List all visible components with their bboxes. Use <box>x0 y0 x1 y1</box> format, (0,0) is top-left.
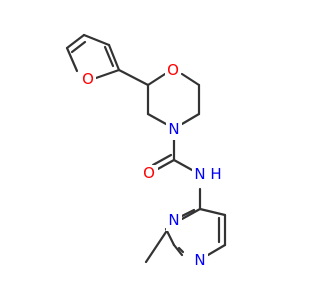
bond-furan-c4-c5-double <box>70 40 87 54</box>
bond-furan-c3-c4 <box>82 33 111 47</box>
carboxamide <box>151 138 202 211</box>
bond-carbonyl-co <box>154 158 176 172</box>
bond-pyr-n1-c6 <box>206 243 227 257</box>
bond-pyr-c4-n3-double <box>180 208 196 218</box>
bond-pyr-c4-n3 <box>180 207 202 221</box>
bond-furan-c4-c5 <box>65 33 86 50</box>
bond-pyr-c2-methyl <box>144 230 168 264</box>
atom-n-morpholine: N <box>168 120 179 138</box>
pyrimidine-ring <box>144 207 227 264</box>
bond-pyr-c2-n1 <box>172 243 184 257</box>
morpholine-ring <box>146 72 201 126</box>
atom-h-amide: H <box>210 165 221 183</box>
atom-n-pyrimidine-3: N <box>168 211 179 229</box>
atom-n-amide: N <box>194 165 205 183</box>
atom-o-carbonyl: O <box>143 164 155 182</box>
bond-pyr-c2-n1-double <box>177 246 185 254</box>
atom-o-morpholine: O <box>167 61 179 79</box>
bond-furan-c2-c3-double <box>103 45 115 68</box>
atom-n-pyrimidine-1: N <box>194 251 205 269</box>
bond-furan-c2-c3 <box>107 43 121 72</box>
molecule-canvas: O O N O N H N N <box>65 33 227 270</box>
bond-morph-c2-o <box>146 72 167 87</box>
furan-ring <box>65 33 121 80</box>
atom-labels: O O N O N H N N <box>80 61 224 270</box>
molecule-structure: O O N O N H N N <box>65 33 227 270</box>
bond-furan-o-c2 <box>94 68 121 80</box>
atom-o-furan: O <box>82 70 94 88</box>
bond-morph-n-c3 <box>146 112 168 126</box>
bond-morph-o-c6 <box>180 72 201 87</box>
bond-carbonyl-co-double <box>151 153 173 167</box>
bond-morph-c5-n <box>180 112 201 126</box>
bond-pyr-c5-c4 <box>198 207 227 217</box>
bond-furan-morpholine <box>117 68 150 87</box>
bond-furan-c5-o <box>65 46 79 73</box>
bond-carbonyl-cn <box>172 158 194 172</box>
bond-pyr-n3-c2 <box>164 227 176 247</box>
